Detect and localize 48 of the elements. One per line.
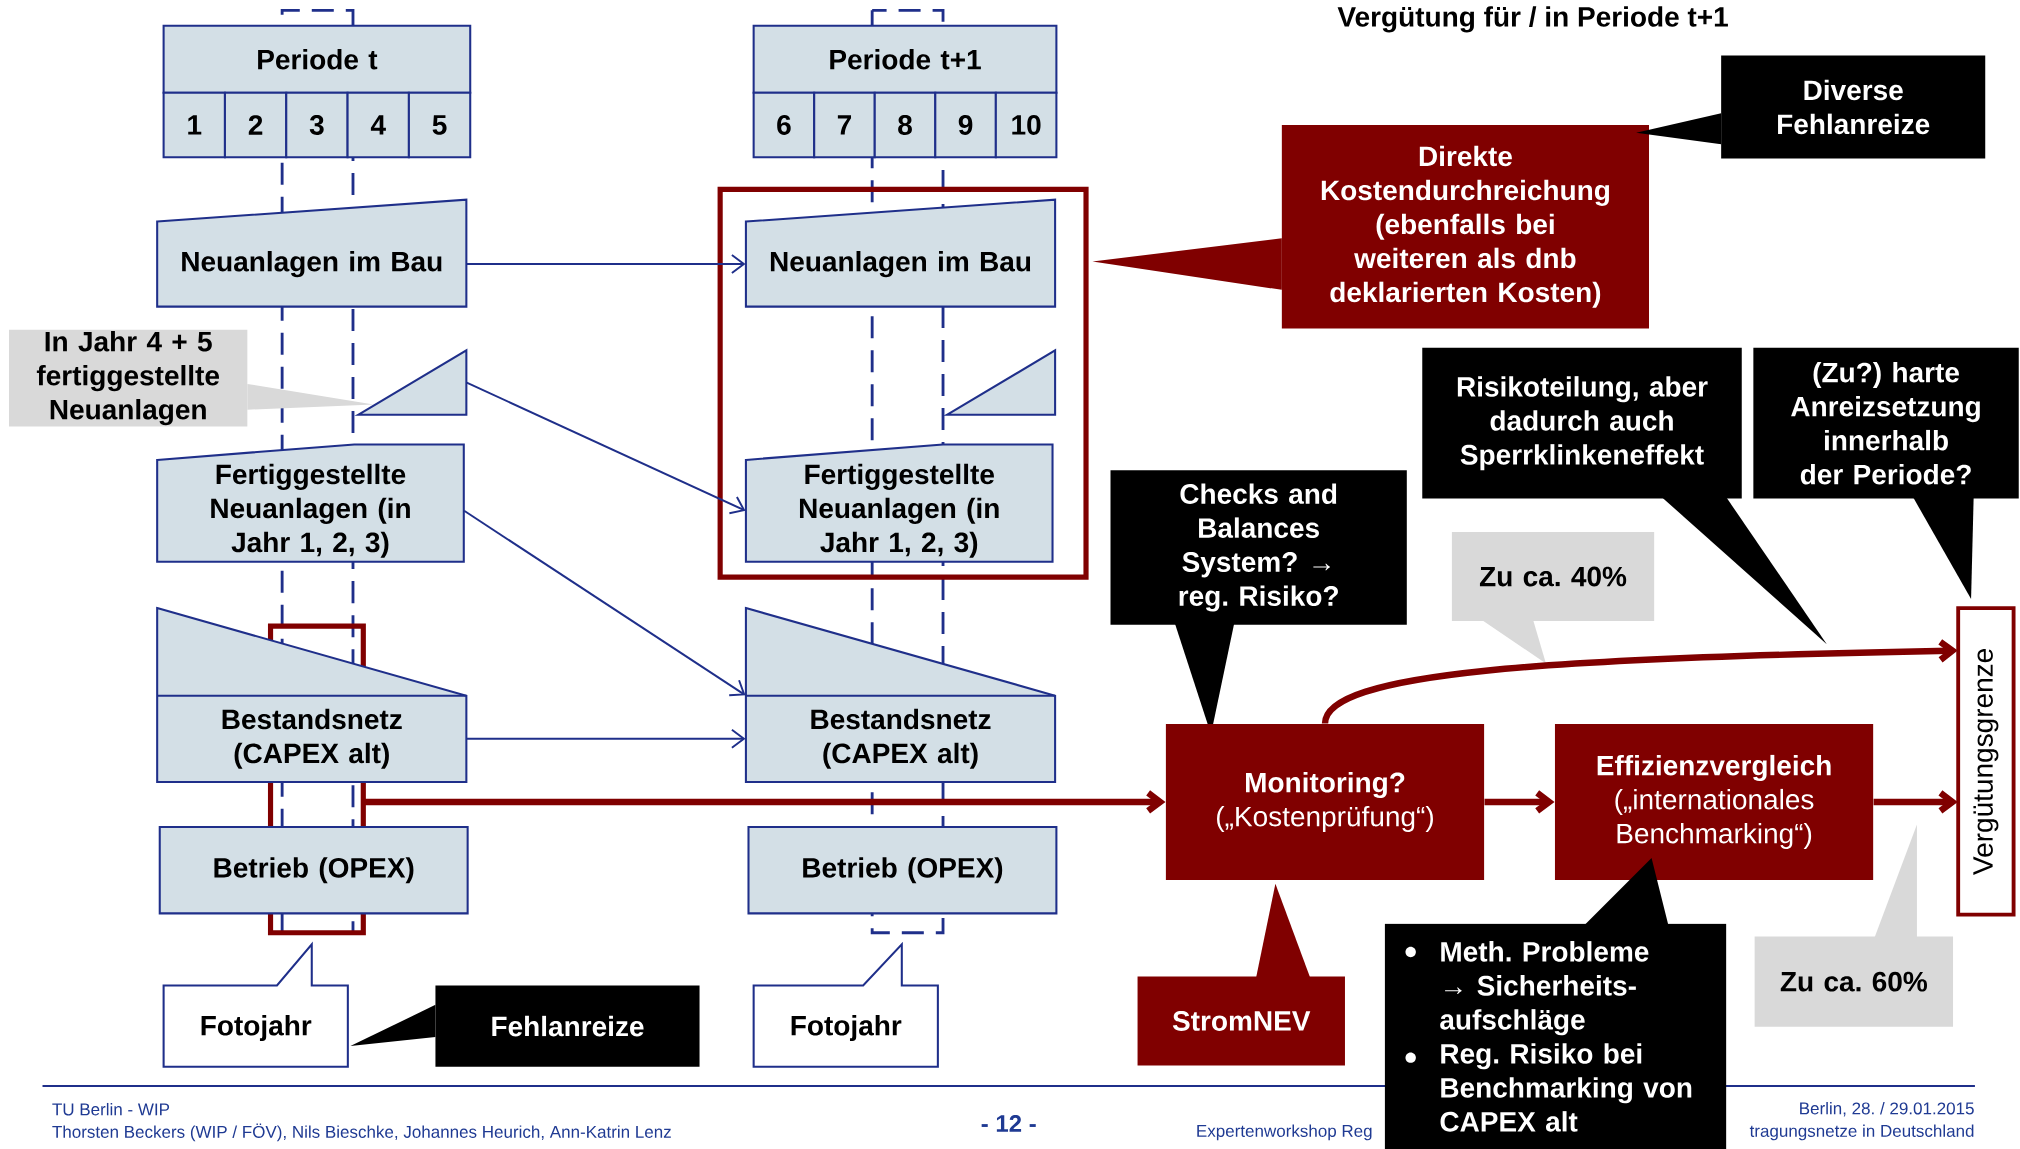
footer-text: Thorsten Beckers (WIP / FÖV), Nils Bieschke, Johannes Heurich, Ann-Katrin Lenz: [52, 1123, 671, 1142]
year-cell: 3: [285, 91, 349, 159]
arrow: [1873, 790, 1958, 814]
asset-box: Bestandsnetz (CAPEX alt): [156, 606, 468, 783]
callout: Direkte Kostendurchreichung (ebenfalls bei weiteren als dnb deklarierten Kosten): [1092, 124, 1649, 329]
year-cell: 5: [407, 91, 472, 159]
asset-box: Betrieb (OPEX): [747, 826, 1058, 915]
process-box: Monitoring? („Kostenprüfung“): [1165, 723, 1485, 880]
arrow: [463, 509, 746, 697]
callout: Fehlanreize: [350, 985, 700, 1067]
process-box: Effizienzvergleich („internationales Benchmarking“): [1554, 723, 1874, 880]
asset-box: Betrieb (OPEX): [158, 826, 469, 915]
asset-box: Fertiggestellte Neuanlagen (in Jahr 1, 2, 3): [156, 443, 465, 563]
year-cell: 6: [752, 91, 816, 159]
arrow: [1484, 790, 1555, 814]
year-cell: 8: [873, 91, 937, 159]
limit-box: Vergütungsgrenze: [1956, 606, 2016, 917]
asset-box: Bestandsnetz (CAPEX alt): [744, 606, 1057, 783]
arrow: [465, 381, 746, 515]
footer-text: tragungsnetze in Deutschland: [1749, 1124, 1974, 1141]
year-cell: 2: [223, 91, 288, 159]
arrow: [363, 790, 1166, 814]
year-cell: 9: [934, 91, 997, 159]
callout: Diverse Fehlanreize: [1636, 55, 1986, 159]
speech-bubble: Fotojahr: [162, 941, 349, 1068]
highlight-frame: [717, 186, 1089, 580]
footer-text: - 12 -: [981, 1114, 1036, 1132]
year-cell: 10: [994, 91, 1058, 159]
callout: Checks and Balances System? → reg. Risiko?: [1110, 470, 1407, 735]
year-cell: 7: [813, 91, 876, 159]
node-label: Risikoteilung, aber dadurch auch Sperrklinkeneffekt: [1457, 376, 1708, 471]
title: Vergütung für / in Periode t+1: [1337, 6, 1728, 33]
callout: StromNEV: [1137, 883, 1345, 1066]
asset-box: Neuanlagen im Bau: [156, 198, 468, 308]
footer-text: Berlin, 28. / 29.01.2015: [1800, 1101, 1974, 1117]
callout: (Zu?) harte Anreizsetzung innerhalb der Periode?: [1753, 347, 2019, 599]
arrow: [1322, 639, 1958, 725]
year-cell: 4: [346, 91, 410, 159]
year-cell: 1: [162, 91, 226, 159]
arrow: [465, 254, 746, 274]
speech-bubble: Fotojahr: [752, 941, 939, 1068]
callout: In Jahr 4 + 5 fertiggestellte Neuanlagen: [9, 329, 374, 427]
footer-text: TU Berlin - WIP: [52, 1102, 170, 1116]
asset-box: Fertiggestellte Neuanlagen (in Jahr 1, 2, 3): [744, 443, 1054, 563]
asset-box: Neuanlagen im Bau: [744, 198, 1057, 308]
callout: Zu ca. 40%: [1451, 532, 1655, 664]
callout: Meth. Probleme → Sicherheits-aufschläge Reg. Risiko bei Benchmarking von CAPEX alt: [1384, 857, 1727, 1149]
arrow: [465, 728, 746, 749]
